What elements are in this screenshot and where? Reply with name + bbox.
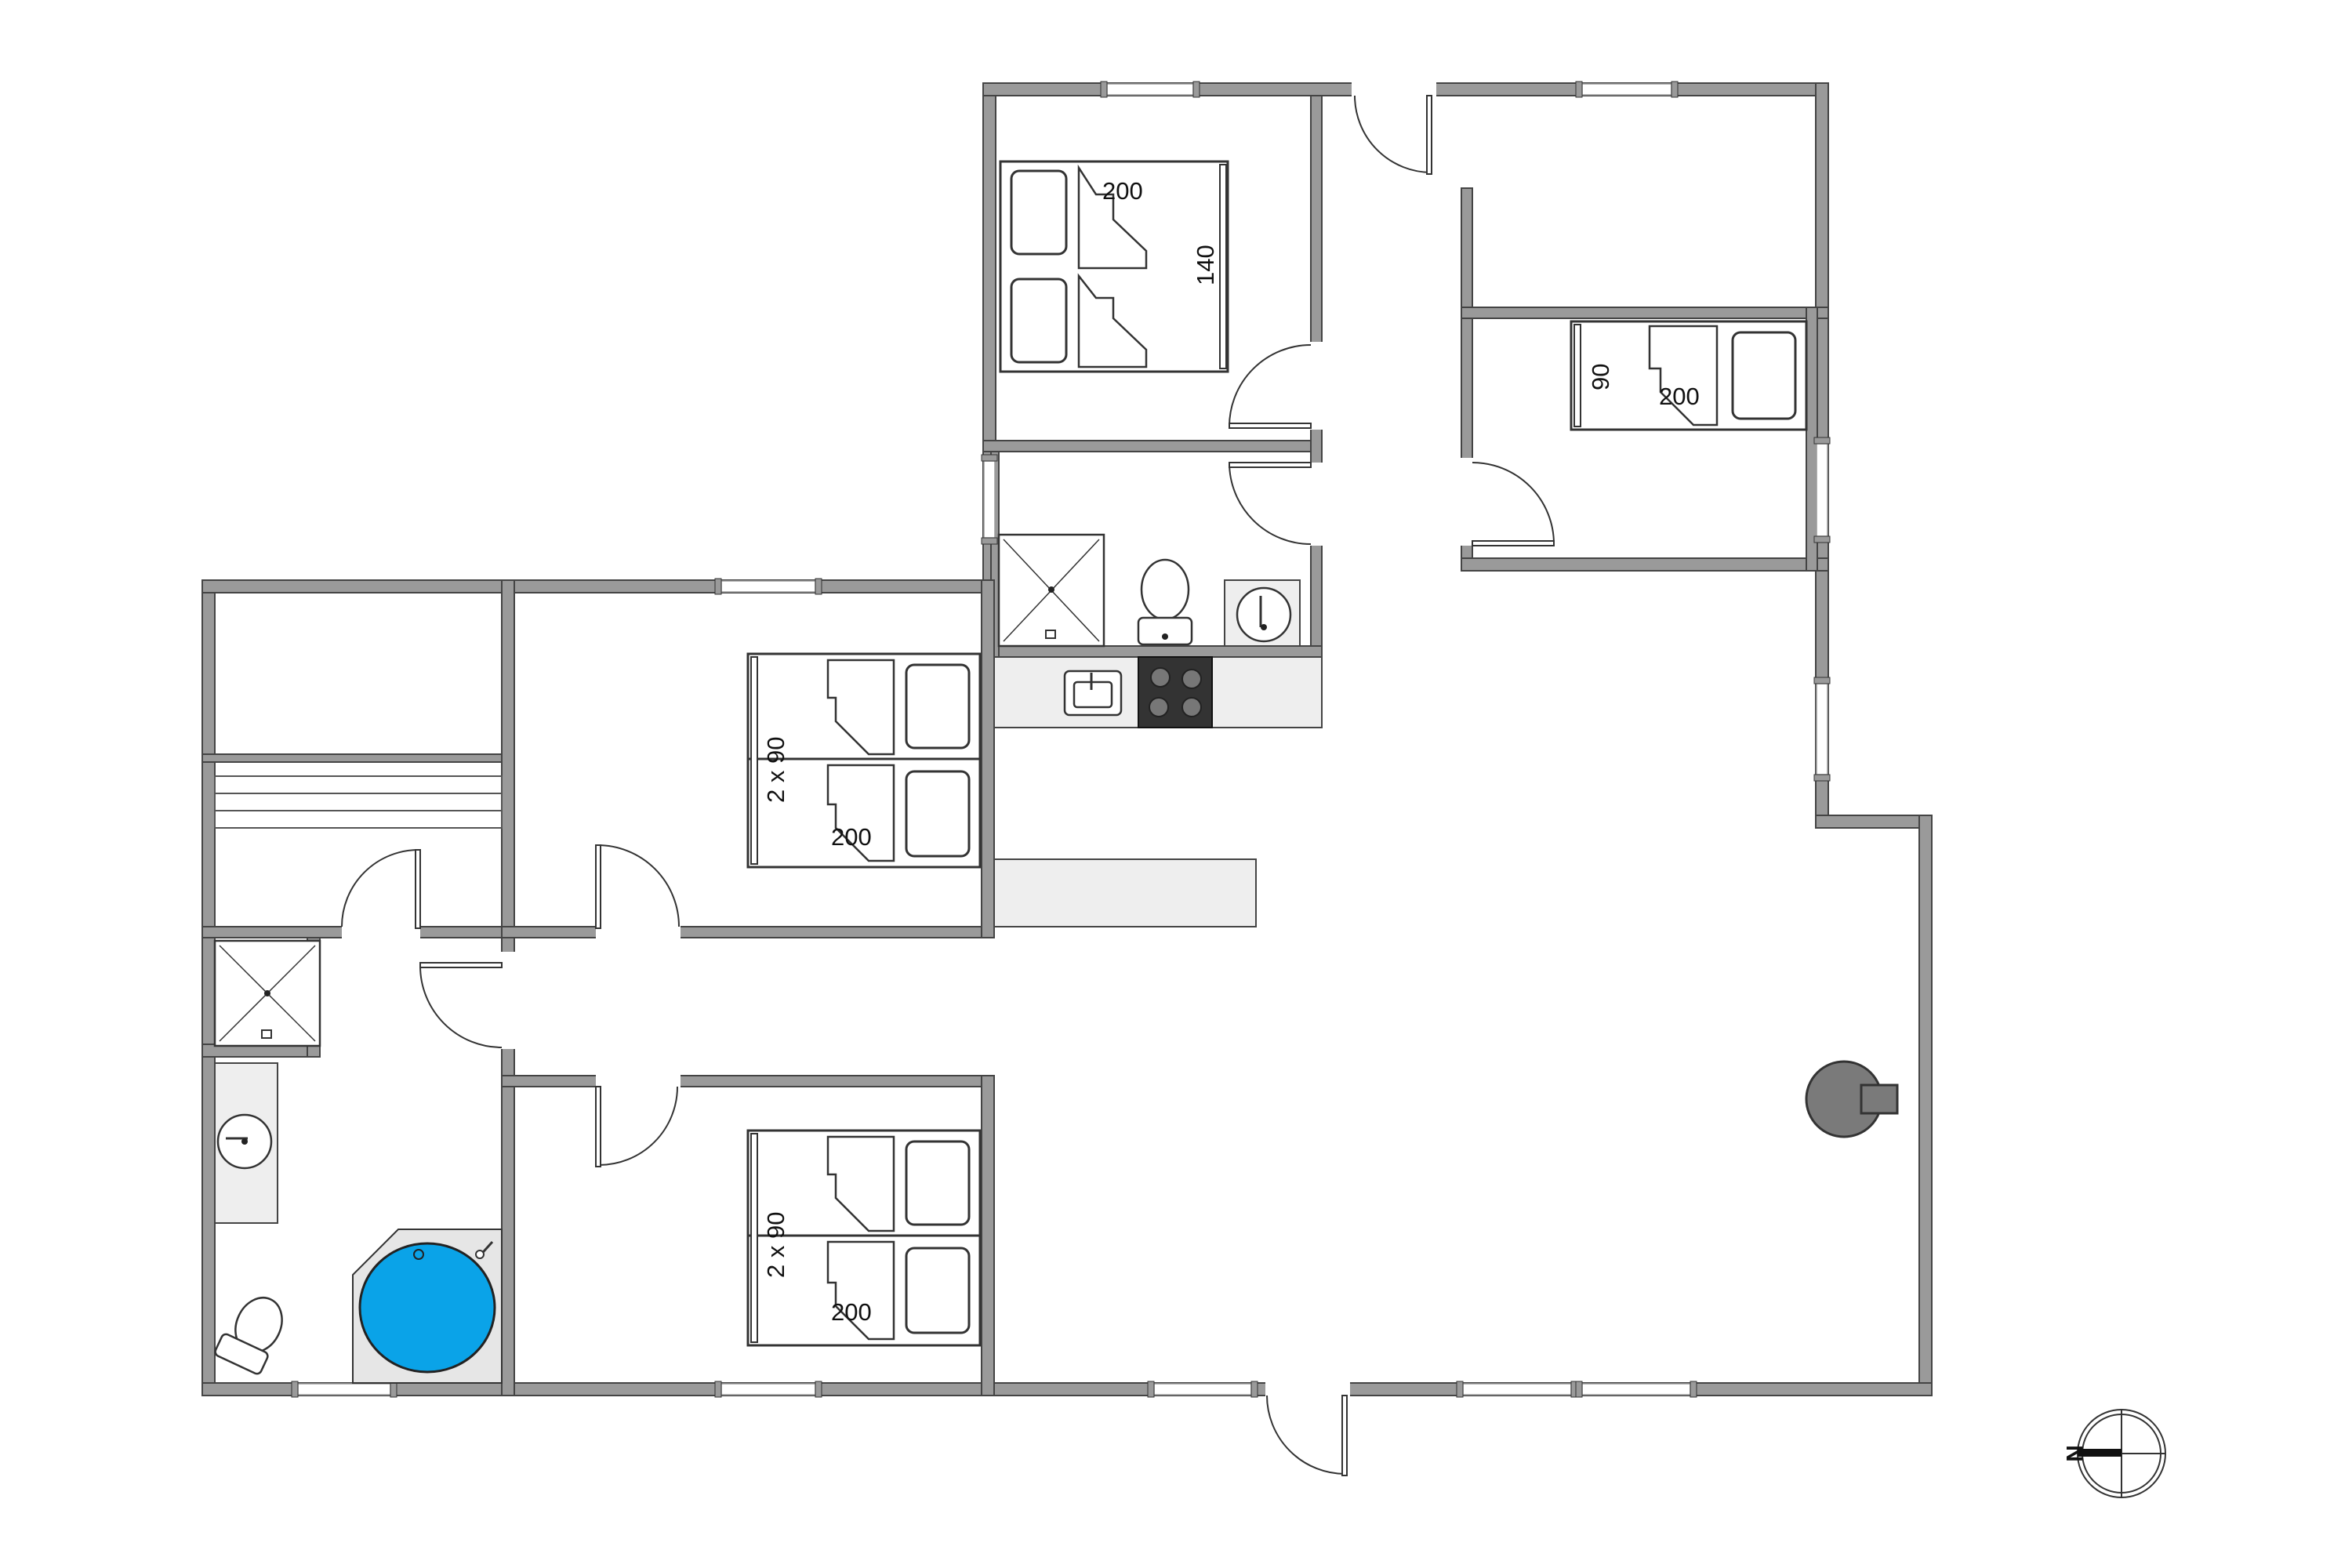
top-bathroom [997,533,1301,648]
bed-low-width-label: 2 x 90 [762,1212,789,1278]
interior-walls [201,95,1829,1396]
twin-beds-lower: 2 x 90 200 [746,1129,982,1347]
twin-beds-middle: 2 x 90 200 [746,652,982,869]
bed-top-width-label: 140 [1192,245,1219,285]
wood-stove-icon [1805,1060,1899,1138]
kitchen-counter [993,656,1323,728]
bed-mid-width-label: 2 x 90 [762,737,789,803]
doors [341,82,1555,1476]
bed-top-length-label: 200 [1102,177,1143,205]
left-bathroom [213,939,503,1384]
bed-low-length-label: 200 [831,1298,872,1326]
compass-icon: N [2061,1409,2166,1498]
single-bed-right: 90 200 [1570,320,1808,431]
bed-mid-length-label: 200 [831,823,872,851]
bed-right-length-label: 200 [1659,383,1700,410]
sauna-benches [214,775,503,829]
bed-right-width-label: 90 [1587,364,1614,390]
bathtub-icon [358,1242,496,1374]
compass-label: N [2061,1445,2087,1462]
stove-icon [1138,656,1213,728]
windows [291,81,1831,1398]
kitchen-island [993,858,1257,927]
double-bed: 200 140 [999,160,1229,373]
